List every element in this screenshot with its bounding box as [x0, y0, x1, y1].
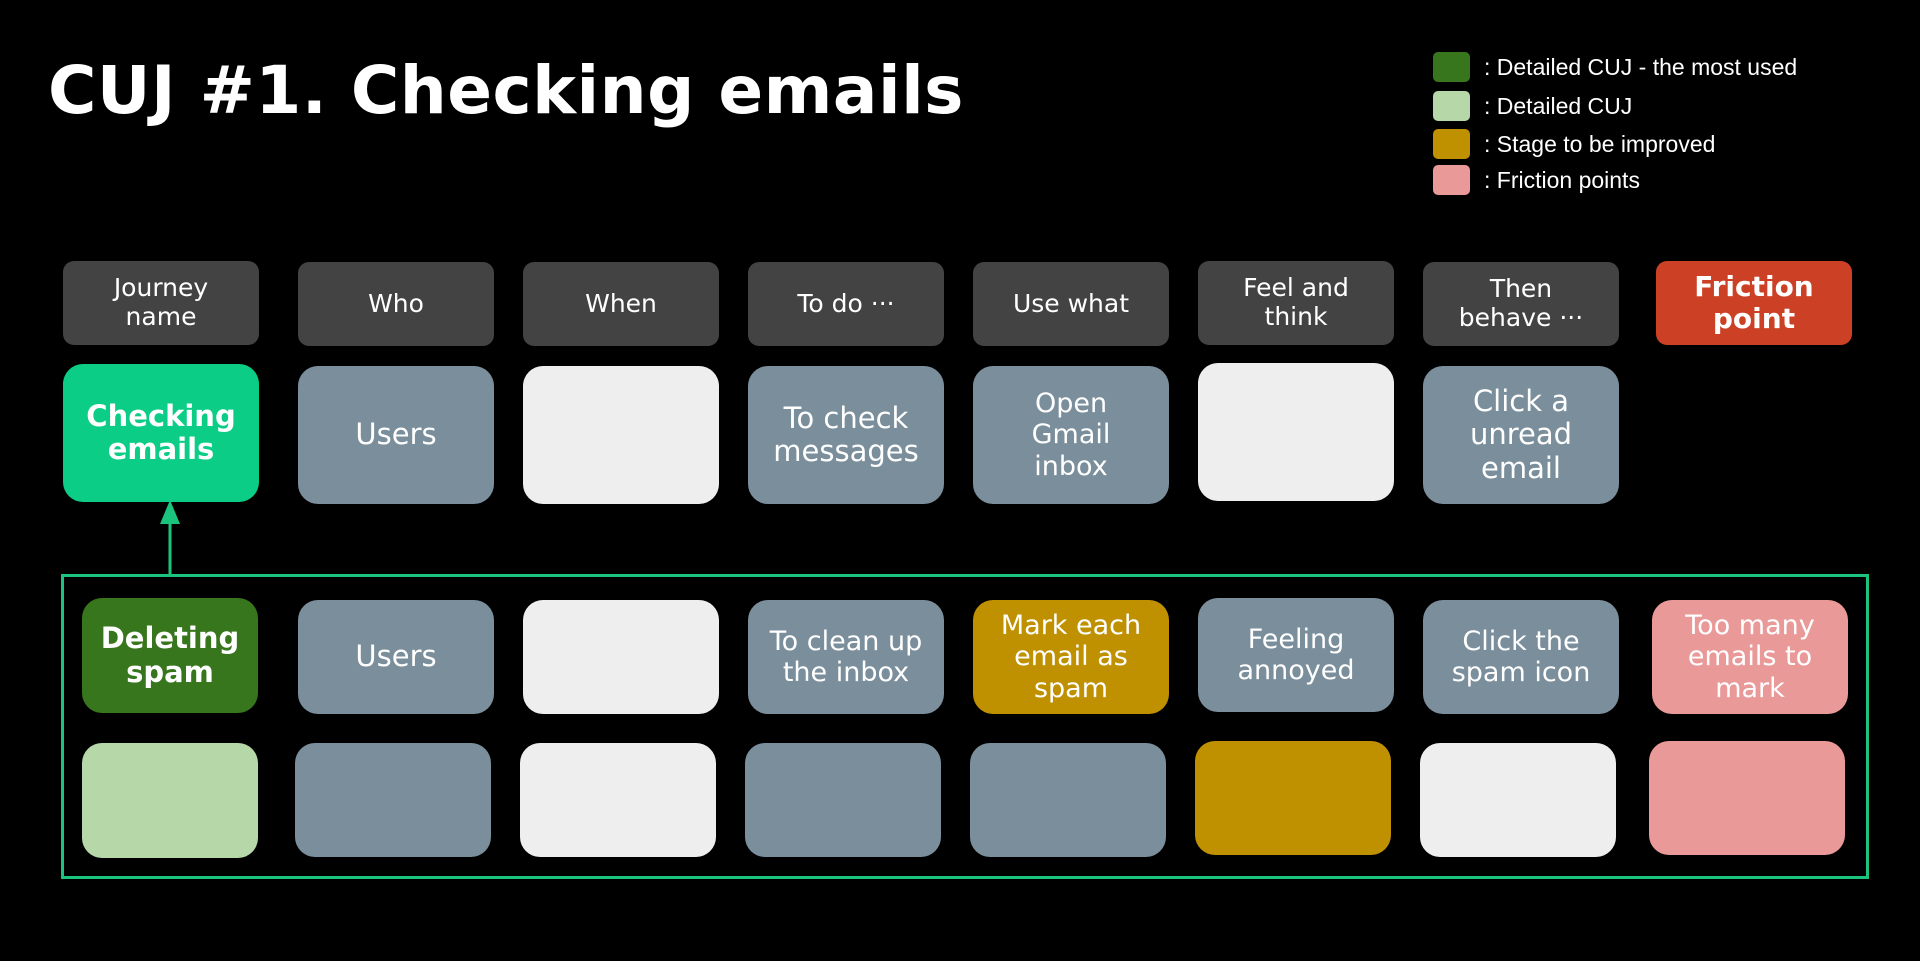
legend-label: : Detailed CUJ [1484, 92, 1633, 119]
legend-swatch [1433, 129, 1470, 159]
legend-swatch [1433, 52, 1470, 82]
legend-item-improve: : Stage to be improved [1433, 129, 1715, 159]
legend-label: : Stage to be improved [1484, 130, 1716, 157]
legend-item-friction: : Friction points [1433, 165, 1640, 195]
cell-then-empty [1420, 743, 1616, 857]
detailed-cuj-container [61, 574, 1869, 879]
cell-to-do-empty [745, 743, 941, 857]
up-arrow-icon [160, 500, 180, 576]
legend-swatch [1433, 91, 1470, 121]
header-to-do: To do ··· [748, 262, 944, 346]
header-when: When [523, 262, 719, 346]
legend-item-detailed: : Detailed CUJ [1433, 91, 1632, 121]
cell-when-empty [523, 600, 719, 714]
legend-swatch [1433, 165, 1470, 195]
cell-journey-empty [82, 743, 258, 858]
header-who: Who [298, 262, 494, 346]
cell-when-empty [523, 366, 719, 504]
cell-friction-empty [1649, 741, 1845, 855]
legend-item-most-used: : Detailed CUJ - the most used [1433, 52, 1797, 82]
legend-label: : Detailed CUJ - the most used [1484, 53, 1798, 80]
cell-who-users: Users [298, 600, 494, 714]
cell-feel-empty [1198, 363, 1394, 501]
header-use-what: Use what [973, 262, 1169, 346]
page-title: CUJ #1. Checking emails [48, 52, 964, 129]
legend-label: : Friction points [1484, 166, 1640, 193]
cell-feel-empty [1195, 741, 1391, 855]
cell-who-users: Users [298, 366, 494, 504]
cell-who-empty [295, 743, 491, 857]
cell-when-empty [520, 743, 716, 857]
cell-use-what-empty [970, 743, 1166, 857]
